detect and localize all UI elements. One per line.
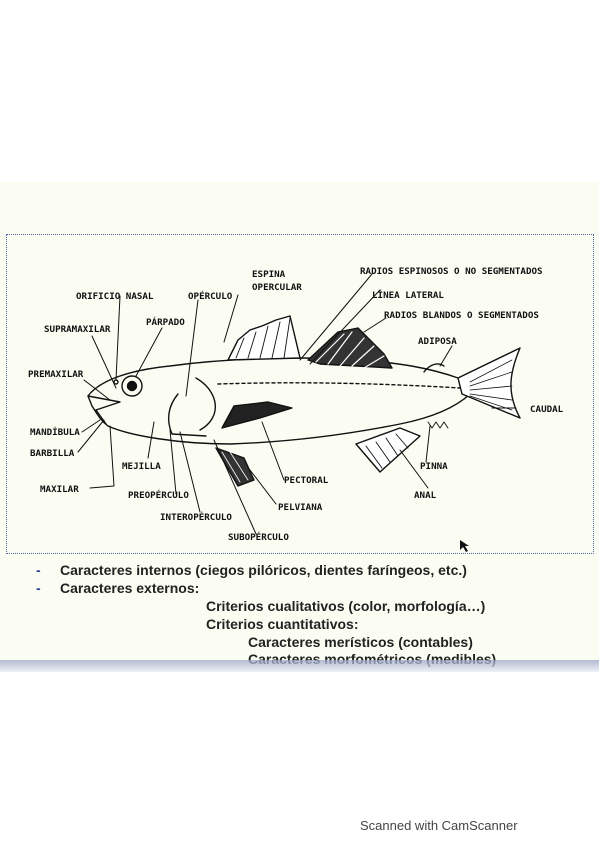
preoperculum-line <box>167 393 179 435</box>
item-cuantitativos: Criterios cuantitativos: <box>206 616 359 632</box>
pectoral-fin <box>221 401 293 429</box>
label-espina-1: ESPINA <box>252 269 286 280</box>
label-interoperculo: INTEROPÉRCULO <box>160 511 232 523</box>
anal-fin <box>355 427 421 473</box>
label-adiposa: ADIPOSA <box>418 336 457 347</box>
label-pectoral: PECTORAL <box>284 475 329 486</box>
label-mandibula: MANDÍBULA <box>30 426 80 438</box>
bullet-internos: -Caracteres internos (ciegos pilóricos, … <box>36 562 467 578</box>
label-pelviana: PELVIANA <box>278 502 323 513</box>
item-cualitativos: Criterios cualitativos (color, morfologí… <box>206 598 486 614</box>
item-meristicos: Caracteres merísticos (contables) <box>248 634 473 650</box>
label-linea-lateral: LÍNEA LATERAL <box>372 289 444 301</box>
lateral-line <box>217 382 461 389</box>
adipose-fin <box>423 363 445 373</box>
label-supramaxilar: SUPRAMAXILAR <box>44 324 111 335</box>
pelvic-fin <box>215 447 255 487</box>
label-operculo: OPÉRCULO <box>188 290 233 302</box>
spiny-dorsal-fin <box>227 315 301 361</box>
slide: ESPINA OPERCULAR RADIOS ESPINOSOS O NO S… <box>0 182 599 670</box>
label-radios-espinosos: RADIOS ESPINOSOS O NO SEGMENTADOS <box>360 266 543 277</box>
camscanner-watermark: Scanned with CamScanner <box>360 818 518 833</box>
label-espina-2: OPERCULAR <box>252 282 302 293</box>
bullet-externos: -Caracteres externos: <box>36 580 200 596</box>
cursor-icon <box>460 540 469 552</box>
label-premaxilar: PREMAXILAR <box>28 369 84 380</box>
label-parpado: PÁRPADO <box>146 316 185 328</box>
label-mejilla: MEJILLA <box>122 461 161 472</box>
label-suboperculo: SUBOPÉRCULO <box>228 531 289 543</box>
diagram-frame <box>6 234 594 554</box>
operculum-line <box>195 377 216 431</box>
label-orificio-nasal: ORIFICIO NASAL <box>76 291 154 302</box>
soft-dorsal-fin <box>307 327 393 369</box>
label-anal: ANAL <box>414 490 437 501</box>
fish-mouth <box>87 395 121 411</box>
label-preoperculo: PREOPÉRCULO <box>128 489 189 501</box>
label-maxilar: MAXILAR <box>40 484 79 495</box>
label-caudal: CAUDAL <box>530 404 564 415</box>
label-radios-blandos: RADIOS BLANDOS O SEGMENTADOS <box>384 310 539 321</box>
fish-body <box>87 357 471 445</box>
label-pinna: PINNA <box>420 461 448 472</box>
fish-diagram: ESPINA OPERCULAR RADIOS ESPINOSOS O NO S… <box>28 266 564 552</box>
slide-bottom-edge <box>0 660 599 672</box>
label-barbilla: BARBILLA <box>30 448 75 459</box>
